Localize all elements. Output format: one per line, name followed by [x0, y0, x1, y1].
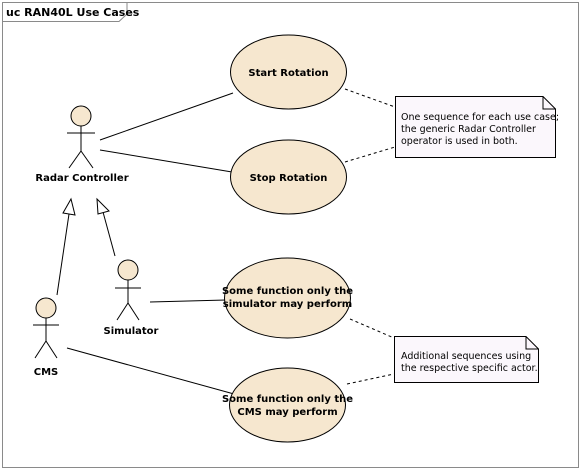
note-anchor-cms-function [346, 373, 395, 385]
actor-right-leg [45, 340, 58, 359]
note-line-1: Additional sequences using [401, 351, 531, 362]
association-radar-stop [99, 149, 233, 173]
generalization-cms-arrowhead [62, 197, 76, 216]
use-case-ellipse [229, 367, 346, 443]
actor-right-leg [127, 302, 140, 321]
use-case-simulator-function: Some function only the simulator may per… [222, 257, 353, 339]
frame-title: uc RAN40L Use Cases [6, 6, 140, 19]
note-additional-sequences: Additional sequences using the respectiv… [394, 336, 539, 383]
actor-cms: CMS [33, 297, 59, 378]
association-radar-start [99, 92, 234, 141]
note-anchor-start [344, 88, 396, 108]
use-case-stop-rotation: Stop Rotation [230, 139, 347, 215]
use-case-cms-function: Some function only the CMS may perform [222, 367, 353, 443]
generalization-cms-line [56, 213, 70, 296]
actor-left-leg [68, 150, 82, 169]
actor-left-leg [34, 340, 47, 359]
note-anchor-sim-function [349, 318, 395, 339]
note-one-sequence: One sequence for each use case; the gene… [395, 96, 559, 158]
note-anchor-stop [344, 146, 396, 163]
note-anchors [344, 88, 396, 385]
actor-head [117, 259, 139, 281]
use-case-label: Start Rotation [248, 68, 328, 79]
actor-label: Simulator [104, 326, 159, 337]
actor-label: CMS [34, 367, 59, 378]
actor-simulator: Simulator [104, 259, 159, 337]
use-case-ellipse [230, 34, 347, 110]
actor-left-leg [116, 302, 129, 321]
actor-label: Radar Controller [35, 173, 128, 184]
actor-right-leg [80, 150, 94, 169]
note-line-2: the generic Radar Controller [401, 124, 536, 135]
use-case-ellipse [230, 139, 347, 215]
generalizations [56, 197, 116, 296]
use-case-start-rotation: Start Rotation [230, 34, 347, 110]
note-line-1: One sequence for each use case; [401, 112, 559, 123]
note-body [395, 96, 556, 158]
generalization-simulator-arrowhead [96, 197, 110, 215]
use-case-label: Stop Rotation [250, 173, 328, 184]
actor-radar-controller: Radar Controller [35, 105, 129, 184]
use-case-label-line-1: Some function only the [222, 286, 353, 297]
association-simulator-sim-function [149, 299, 227, 303]
note-line-2: the respective specific actor. [401, 363, 538, 374]
generalization-simulator-line [102, 211, 116, 257]
actor-head [35, 297, 57, 319]
note-line-3: operator is used in both. [401, 136, 518, 147]
actor-head [70, 105, 92, 127]
frame-title-tab: uc RAN40L Use Cases [2, 2, 140, 22]
use-case-label-line-2: simulator may perform [223, 299, 352, 310]
use-case-label-line-1: Some function only the [222, 394, 353, 405]
use-case-label-line-2: CMS may perform [237, 407, 337, 418]
note-folded-corner [542, 96, 556, 110]
note-folded-corner [525, 336, 539, 350]
association-cms-cms-function [66, 347, 235, 395]
use-case-ellipse [224, 257, 351, 339]
note-body [394, 336, 539, 383]
associations [66, 92, 235, 395]
